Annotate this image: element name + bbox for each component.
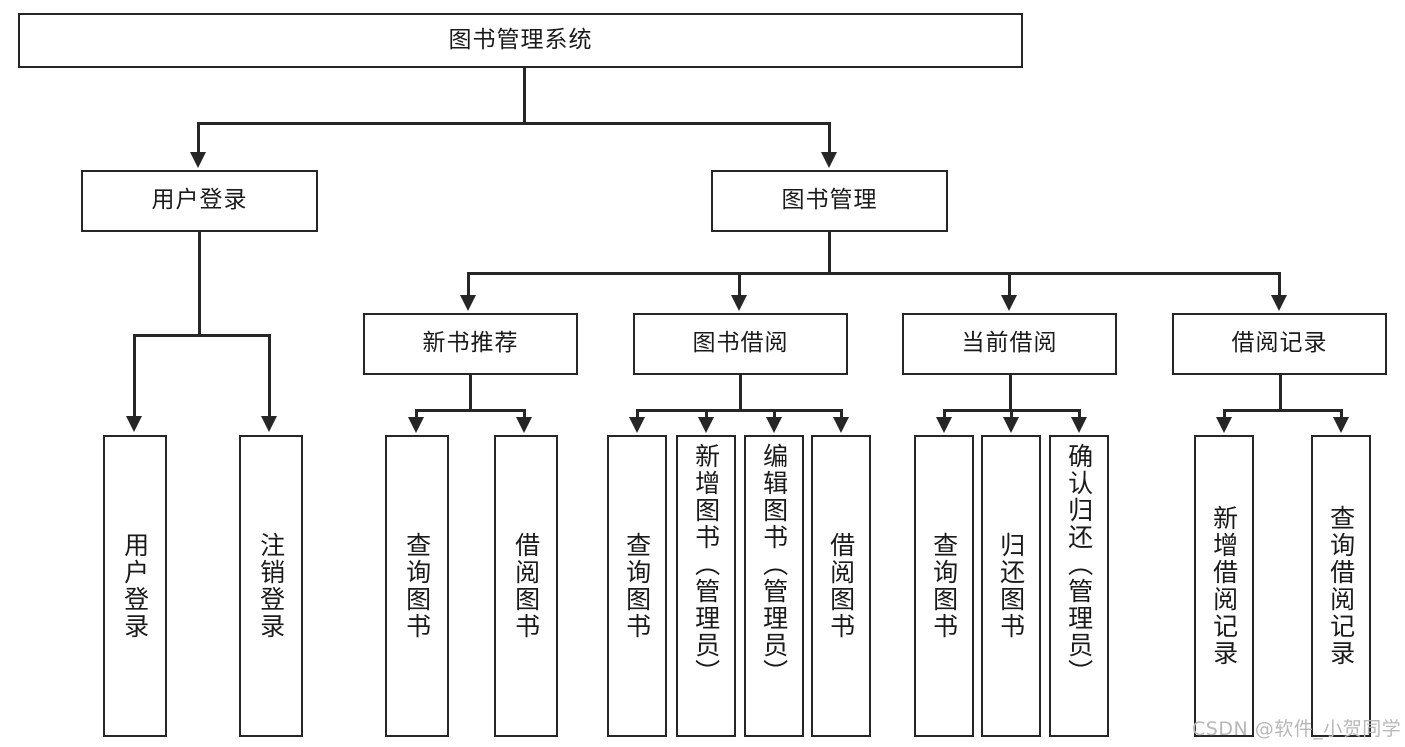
leaf-current-borrow-query[interactable]: 查询图书 bbox=[914, 435, 974, 737]
edge-br-to-leaf-2 bbox=[1340, 409, 1343, 419]
node-current-borrow[interactable]: 当前借阅 bbox=[902, 313, 1117, 375]
edge-book-borrow-bus bbox=[636, 409, 842, 412]
node-label: 图书借阅 bbox=[692, 330, 789, 357]
node-label: 借阅记录 bbox=[1231, 330, 1328, 357]
leaf-new-book-query[interactable]: 查询图书 bbox=[385, 435, 449, 737]
node-book-borrow[interactable]: 图书借阅 bbox=[633, 313, 848, 375]
node-label: 查询图书 bbox=[402, 532, 432, 640]
edge-bb-to-leaf-2 bbox=[705, 409, 708, 419]
edge-bb-to-leaf-3 bbox=[773, 409, 776, 419]
edge-bb-to-leaf-1 bbox=[636, 409, 639, 419]
arrowhead-cb-to-leaf-2 bbox=[1003, 417, 1019, 433]
leaf-borrow-record-query[interactable]: 查询借阅记录 bbox=[1311, 435, 1371, 737]
edge-book-borrow-stem bbox=[739, 375, 742, 410]
node-label: 注销登录 bbox=[256, 532, 286, 640]
edge-user-login-to-leaf-1 bbox=[133, 334, 136, 418]
arrowhead-cb-to-leaf-3 bbox=[1071, 417, 1087, 433]
arrowhead-bb-to-leaf-3 bbox=[766, 417, 782, 433]
leaf-borrow-record-add[interactable]: 新增借阅记录 bbox=[1194, 435, 1254, 737]
edge-root-to-book-management bbox=[828, 122, 831, 154]
node-label: 借阅图书 bbox=[511, 532, 541, 640]
node-label: 借阅图书 bbox=[826, 532, 856, 640]
edge-cb-to-leaf-3 bbox=[1078, 409, 1081, 419]
node-book-management-system[interactable]: 图书管理系统 bbox=[18, 13, 1023, 68]
arrowhead-br-to-leaf-1 bbox=[1216, 417, 1232, 433]
node-label: 查询借阅记录 bbox=[1326, 505, 1356, 667]
edge-br-to-leaf-1 bbox=[1223, 409, 1226, 419]
edge-book-management-bus bbox=[467, 272, 1280, 275]
edge-new-book-stem bbox=[469, 375, 472, 410]
arrowhead-bm-to-current-borrow bbox=[1001, 295, 1017, 311]
edge-user-login-bus bbox=[133, 334, 270, 337]
edge-root-bus bbox=[197, 122, 829, 125]
node-label: 查询图书 bbox=[622, 532, 652, 640]
arrowhead-new-book-to-leaf-2 bbox=[516, 417, 532, 433]
edge-new-book-to-leaf-2 bbox=[523, 409, 526, 419]
edge-current-borrow-stem bbox=[1009, 375, 1012, 410]
edge-borrow-record-bus bbox=[1223, 409, 1342, 412]
arrowhead-bb-to-leaf-4 bbox=[833, 417, 849, 433]
node-user-login[interactable]: 用户登录 bbox=[81, 170, 318, 232]
watermark: CSDN @软件_小贺同学 bbox=[1192, 718, 1402, 740]
arrowhead-user-login-to-leaf-1 bbox=[126, 416, 142, 432]
edge-bb-to-leaf-4 bbox=[840, 409, 843, 419]
leaf-book-borrow-edit[interactable]: 编辑图书（管理员） bbox=[744, 435, 804, 737]
edge-borrow-record-stem bbox=[1279, 375, 1282, 410]
arrowhead-bb-to-leaf-2 bbox=[698, 417, 714, 433]
arrowhead-bb-to-leaf-1 bbox=[629, 417, 645, 433]
node-label: 编辑图书（管理员） bbox=[759, 443, 789, 686]
edge-bm-to-current-borrow bbox=[1008, 272, 1011, 297]
node-label: 新书推荐 bbox=[422, 330, 519, 357]
node-label: 当前借阅 bbox=[961, 330, 1058, 357]
node-label: 查询图书 bbox=[929, 532, 959, 640]
arrowhead-root-to-book-management bbox=[821, 152, 837, 168]
edge-bm-to-new-book bbox=[467, 272, 470, 297]
node-label: 新增借阅记录 bbox=[1209, 505, 1239, 667]
edge-cb-to-leaf-2 bbox=[1010, 409, 1013, 419]
node-label: 用户登录 bbox=[151, 187, 248, 214]
arrowhead-bm-to-new-book bbox=[460, 295, 476, 311]
edge-bm-to-book-borrow bbox=[738, 272, 741, 297]
leaf-book-borrow-borrow[interactable]: 借阅图书 bbox=[811, 435, 871, 737]
edge-book-management-stem bbox=[828, 232, 831, 273]
leaf-new-book-borrow[interactable]: 借阅图书 bbox=[494, 435, 558, 737]
arrowhead-root-to-user-login bbox=[190, 152, 206, 168]
edge-cb-to-leaf-1 bbox=[943, 409, 946, 419]
edge-root-stem bbox=[523, 68, 526, 124]
edge-bm-to-borrow-record bbox=[1278, 272, 1281, 297]
leaf-current-borrow-return[interactable]: 归还图书 bbox=[981, 435, 1041, 737]
edge-user-login-to-leaf-2 bbox=[268, 334, 271, 418]
node-label: 图书管理 bbox=[781, 187, 878, 214]
node-new-book-recommend[interactable]: 新书推荐 bbox=[363, 313, 578, 375]
node-label: 确认归还（管理员） bbox=[1064, 443, 1094, 686]
node-label: 图书管理系统 bbox=[448, 26, 593, 53]
leaf-book-borrow-query[interactable]: 查询图书 bbox=[607, 435, 667, 737]
node-borrow-record[interactable]: 借阅记录 bbox=[1172, 313, 1387, 375]
node-label: 新增图书（管理员） bbox=[691, 443, 721, 686]
leaf-user-login-logout[interactable]: 注销登录 bbox=[239, 435, 303, 737]
arrowhead-user-login-to-leaf-2 bbox=[261, 416, 277, 432]
edge-user-login-stem bbox=[198, 232, 201, 335]
arrowhead-br-to-leaf-2 bbox=[1333, 417, 1349, 433]
arrowhead-cb-to-leaf-1 bbox=[936, 417, 952, 433]
leaf-user-login-login[interactable]: 用户登录 bbox=[103, 435, 167, 737]
node-label: 用户登录 bbox=[120, 532, 150, 640]
edge-new-book-to-leaf-1 bbox=[415, 409, 418, 419]
arrowhead-bm-to-book-borrow bbox=[731, 295, 747, 311]
arrowhead-bm-to-borrow-record bbox=[1271, 295, 1287, 311]
edge-new-book-bus bbox=[415, 409, 525, 412]
node-book-management[interactable]: 图书管理 bbox=[711, 170, 948, 232]
arrowhead-new-book-to-leaf-1 bbox=[408, 417, 424, 433]
leaf-current-borrow-confirm-return[interactable]: 确认归还（管理员） bbox=[1049, 435, 1109, 737]
edge-root-to-user-login bbox=[197, 122, 200, 154]
node-label: 归还图书 bbox=[996, 532, 1026, 640]
leaf-book-borrow-add[interactable]: 新增图书（管理员） bbox=[676, 435, 736, 737]
